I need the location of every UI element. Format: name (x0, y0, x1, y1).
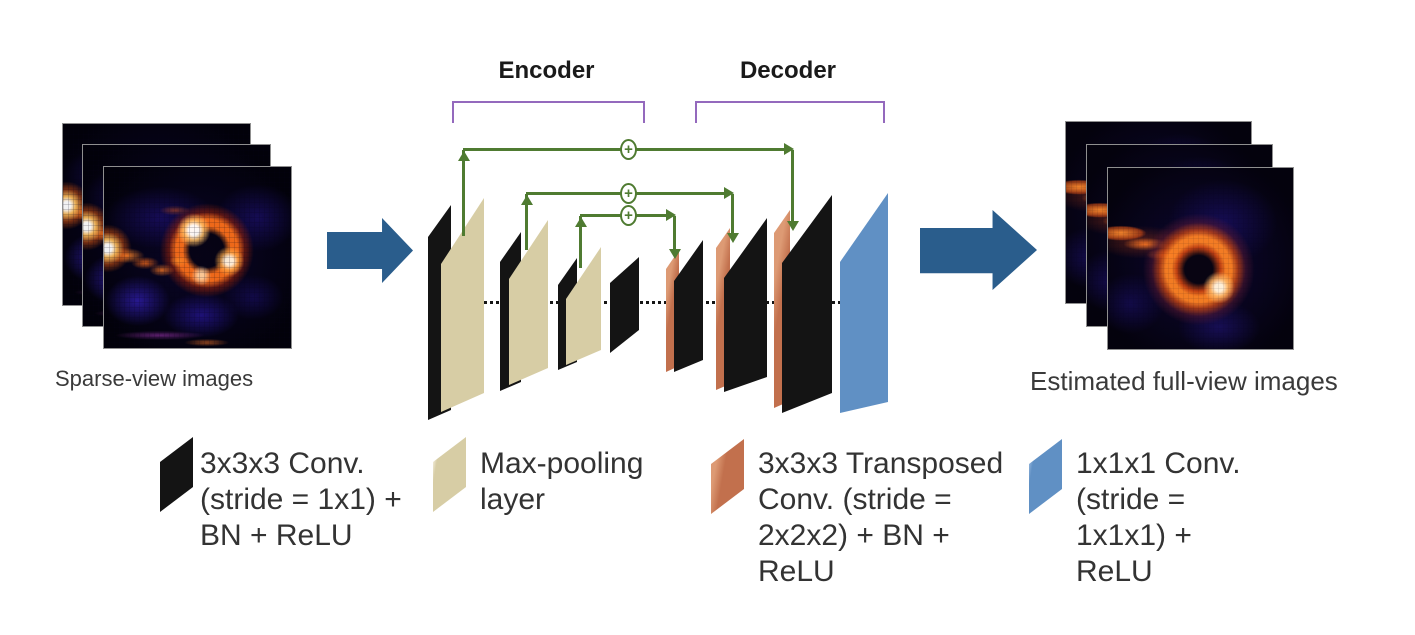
conv-layer-slab-dec2 (724, 218, 767, 392)
legend-maxpool-label: Max-pooling layer (480, 447, 644, 516)
skip1-up-arrow-icon (458, 151, 470, 161)
output-flow-arrow-right-icon (920, 210, 1037, 290)
skip3-right-arrow-icon (666, 209, 676, 221)
skip1-encoder-leg (462, 150, 465, 236)
input-stack-label: Sparse-view images (55, 366, 254, 391)
skip1-plus-merge-icon: + (620, 139, 637, 160)
skip3-encoder-leg (579, 216, 582, 268)
sparse-view-image-front (103, 166, 292, 349)
skip1-right-arrow-icon (784, 143, 794, 155)
skip2-down-arrow-icon (727, 233, 739, 243)
output-image-stack (1065, 121, 1294, 350)
skip1-down-arrow-icon (787, 221, 799, 231)
full-view-image-front (1107, 167, 1294, 350)
skip3-down-arrow-icon (669, 249, 681, 259)
output-stack-label: Estimated full-view images (1030, 366, 1338, 396)
decoder-title: Decoder (739, 57, 837, 84)
legend-output-conv-label: 1x1x1 Conv. (stride = 1x1x1) + ReLU (1076, 447, 1241, 588)
skip2-decoder-leg (731, 194, 734, 235)
skip3-up-arrow-icon (575, 217, 587, 227)
decoder-bracket (695, 101, 885, 123)
encoder-bracket (452, 101, 645, 123)
input-flow-arrow-right-icon (327, 218, 413, 283)
skip1-decoder-leg (791, 150, 794, 223)
skip3-plus-merge-icon: + (620, 205, 637, 226)
skip2-encoder-leg (525, 194, 528, 250)
skip2-plus-merge-icon: + (620, 183, 637, 204)
input-image-stack (62, 123, 292, 349)
output-conv-layer-slab (840, 193, 888, 413)
legend-conv-swatch (160, 437, 193, 512)
conv-layer-slab-bottleneck (610, 257, 639, 353)
skip2-up-arrow-icon (521, 195, 533, 205)
network-flow-dotted-line (455, 301, 847, 304)
legend-maxpool-swatch (433, 437, 466, 512)
legend-output-conv-swatch (1029, 439, 1062, 514)
skip3-decoder-leg (673, 216, 676, 251)
legend-transposed-conv-label: 3x3x3 Transposed Conv. (stride = 2x2x2) … (758, 447, 1004, 588)
legend-transposed-conv-swatch (711, 439, 744, 514)
legend-conv-label: 3x3x3 Conv. (stride = 1x1) + BN + ReLU (200, 447, 402, 552)
maxpool-layer-slab-enc3 (566, 247, 601, 365)
encoder-title: Encoder (498, 57, 595, 84)
skip2-right-arrow-icon (724, 187, 734, 199)
